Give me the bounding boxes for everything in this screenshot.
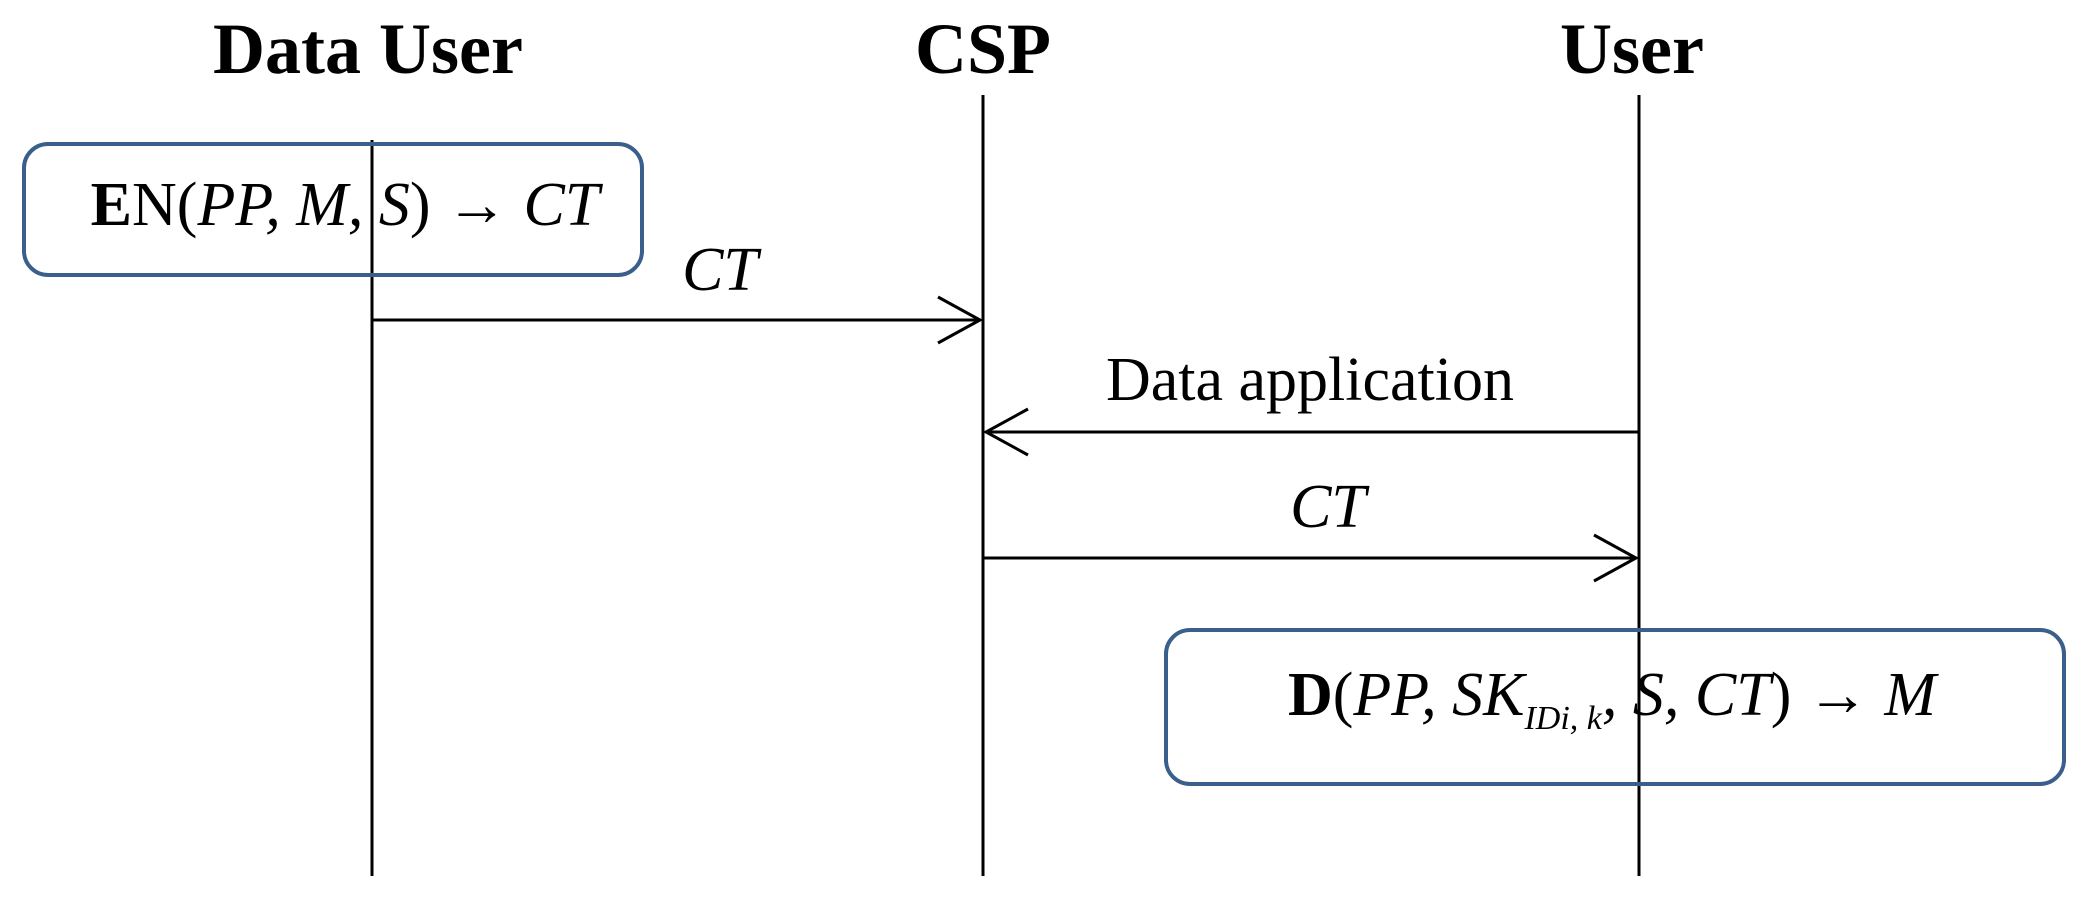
decrypt-box [1164,628,2066,786]
arrowhead-data-user-to-csp [937,295,984,345]
encrypt-op-n: N [132,171,177,239]
decrypt-paren-open: ( [1332,661,1354,729]
arrowhead-user-to-csp [982,407,1029,457]
encrypt-args: PP, M, S [197,171,410,239]
actor-csp: CSP [914,9,1052,89]
encrypt-box [22,142,644,277]
decrypt-op: D [1287,661,1333,729]
decrypt-arg-rest: , S, CT [1601,661,1771,729]
decrypt-arrow: → [1806,661,1869,729]
encrypt-formula: EN(PP, M, S) → CT [91,170,600,241]
decrypt-subscript: IDi, k [1524,700,1602,737]
decrypt-formula: D(PP, SKIDi, k, S, CT) → M [1288,660,1936,738]
decrypt-paren-close: ) [1770,661,1792,729]
label-csp-to-user: CT [1290,473,1366,541]
decrypt-result: M [1884,661,1937,729]
label-user-to-csp: Data application [1106,346,1514,414]
label-data-user-to-csp: CT [682,236,758,304]
encrypt-arrow: → [446,171,509,239]
encrypt-result: CT [523,171,600,239]
encrypt-paren-open: ( [176,171,198,239]
actor-user: User [1560,9,1704,89]
encrypt-paren-close: ) [409,171,431,239]
actor-data-user: Data User [213,9,523,89]
decrypt-arg1: PP, SK [1353,661,1525,729]
arrowhead-csp-to-user [1593,533,1640,583]
encrypt-op-e: E [90,171,133,239]
